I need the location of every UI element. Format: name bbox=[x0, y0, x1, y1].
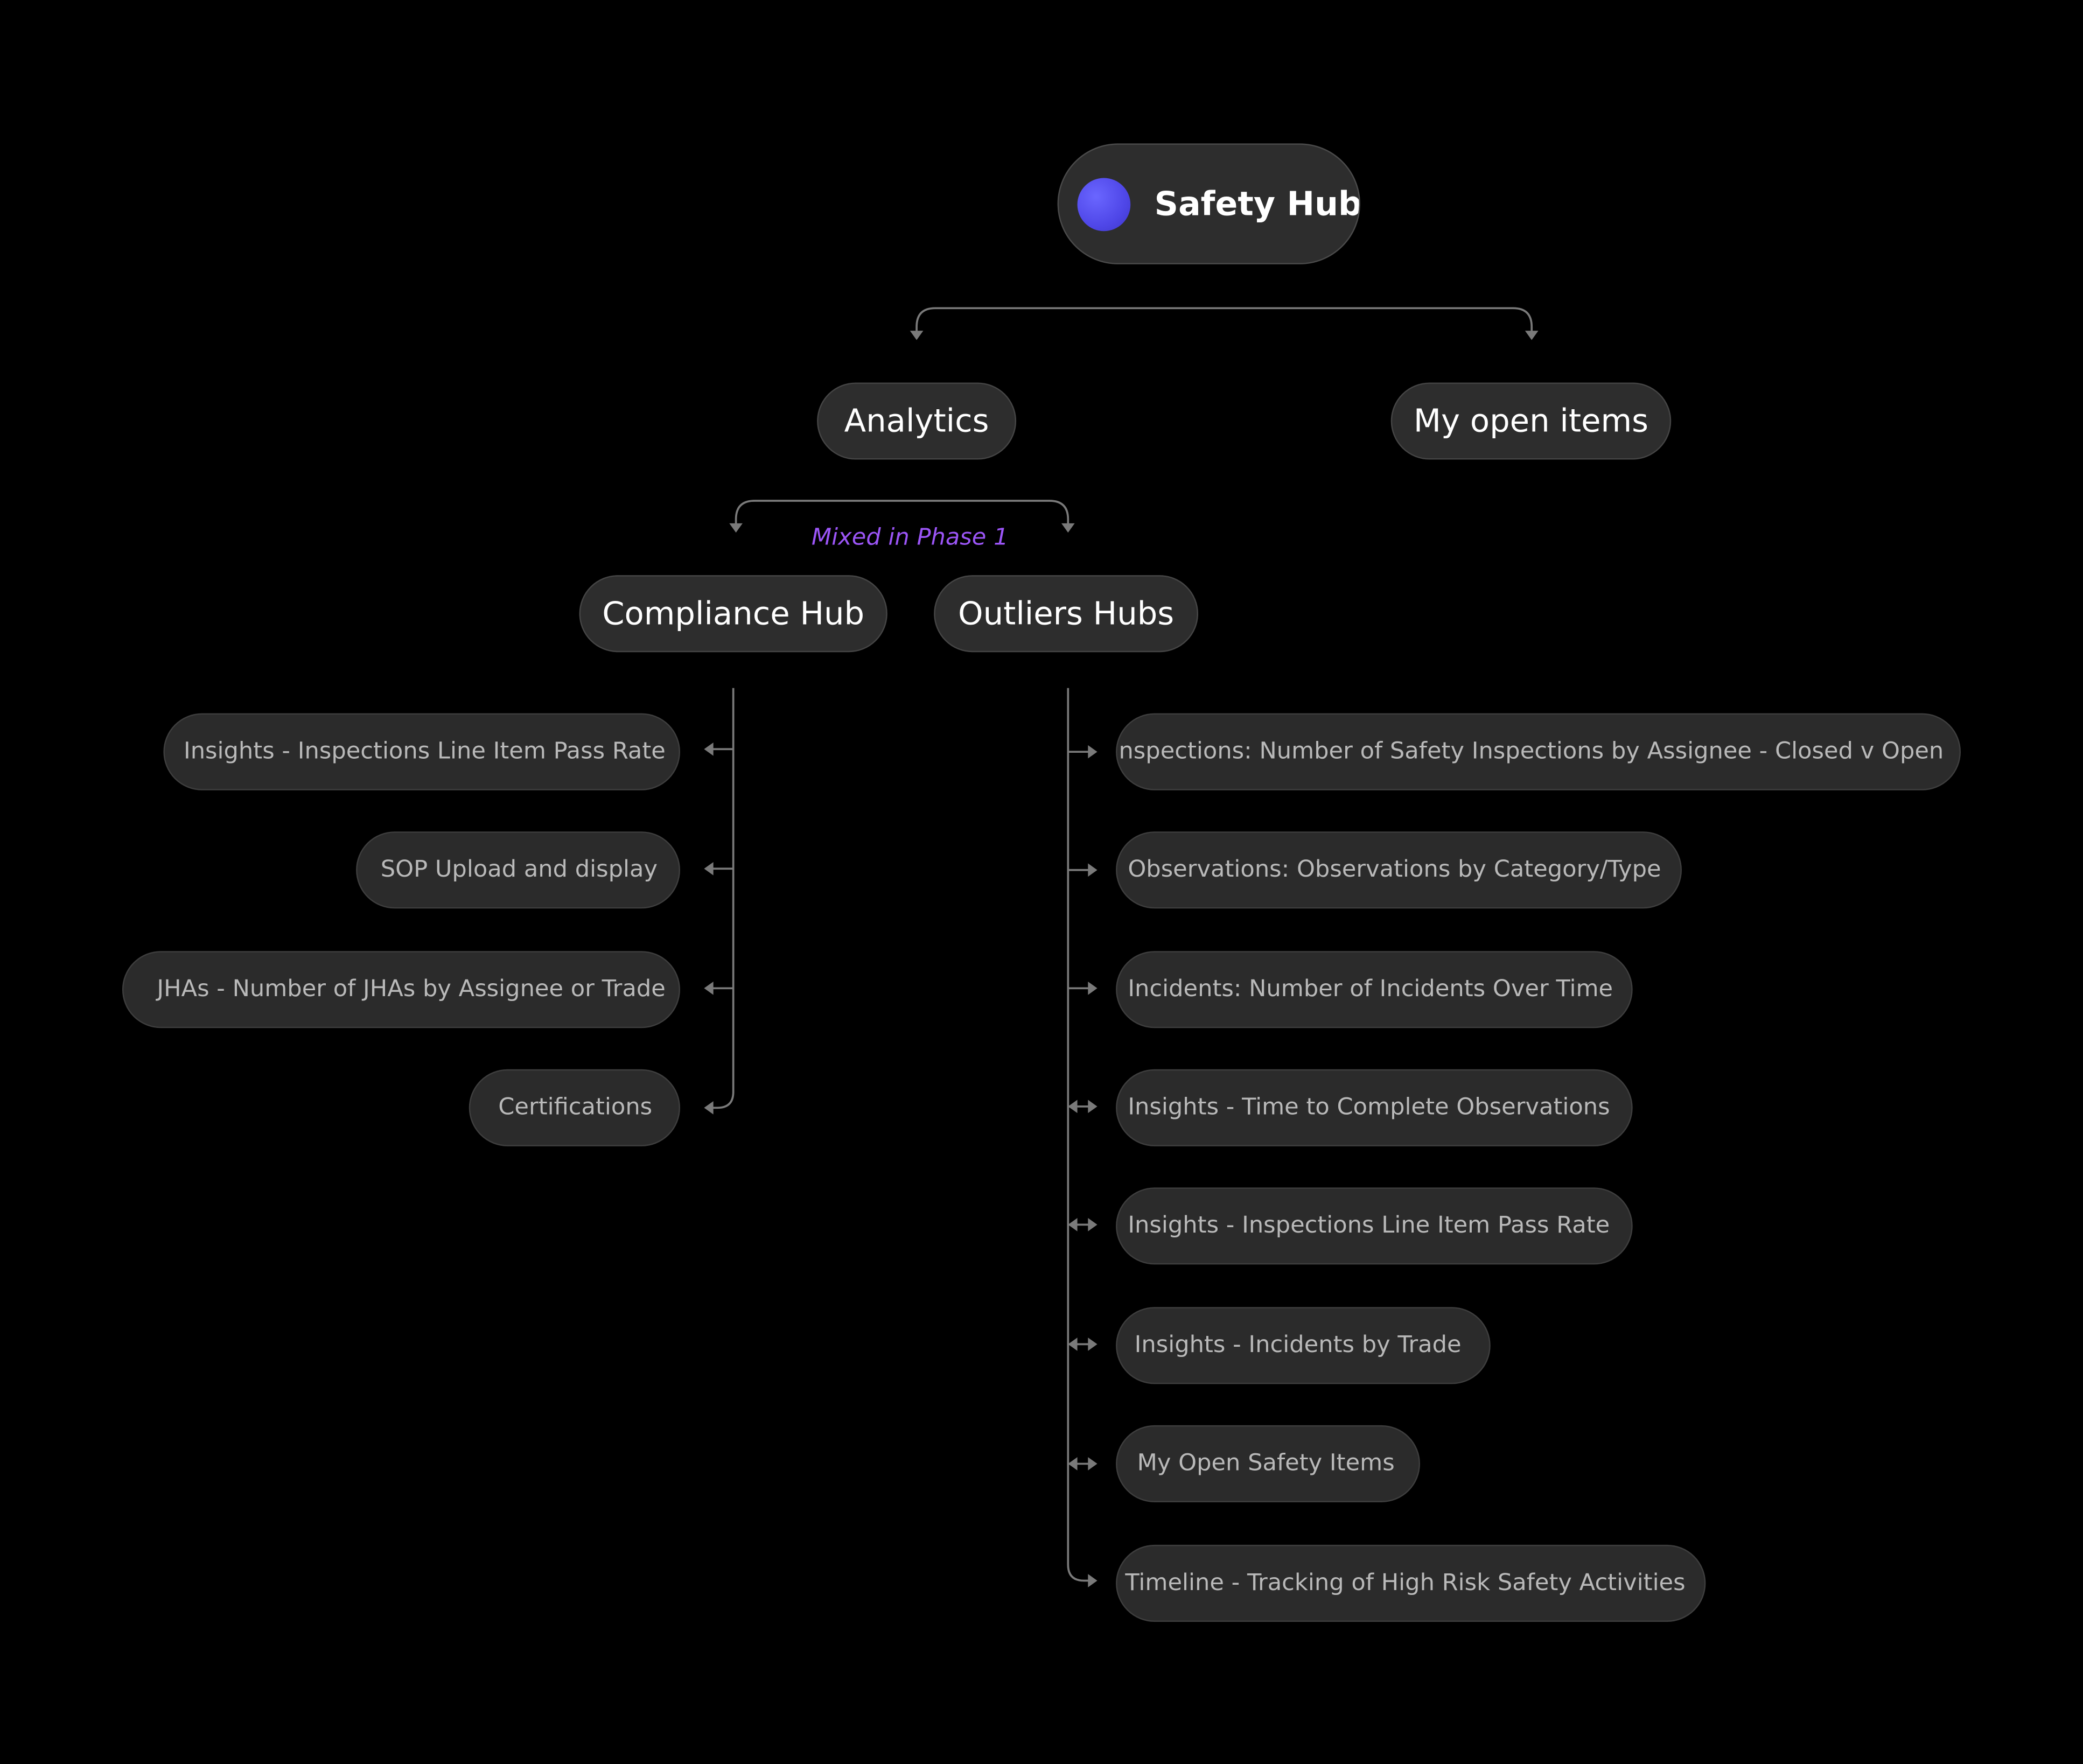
outliers-item-label: Insights - Time to Complete Observations bbox=[1128, 1094, 1610, 1121]
outliers-item[interactable]: Insights - Inspections Line Item Pass Ra… bbox=[1116, 1187, 1633, 1265]
compliance-item[interactable]: JHAs - Number of JHAs by Assignee or Tra… bbox=[122, 951, 681, 1028]
connector-root-branch bbox=[915, 307, 1533, 335]
arrowhead-compliance-0 bbox=[704, 742, 714, 756]
arrowhead-outliers-0 bbox=[1088, 745, 1098, 759]
safety-hub-node[interactable]: Safety Hub bbox=[1057, 143, 1361, 264]
back-arrowhead-outliers-5 bbox=[1068, 1338, 1078, 1351]
arrowhead-outliers-5 bbox=[1088, 1338, 1098, 1351]
back-arrowhead-outliers-4 bbox=[1068, 1218, 1078, 1231]
arrowhead-open-items bbox=[1525, 331, 1539, 340]
connector-analytics-branch bbox=[735, 500, 1070, 528]
back-arrowhead-outliers-3 bbox=[1068, 1100, 1078, 1114]
my-open-items-node[interactable]: My open items bbox=[1390, 382, 1672, 460]
phase-note: Mixed in Phase 1 bbox=[811, 524, 1009, 551]
arrowhead-compliance bbox=[729, 523, 743, 533]
outliers-item-label: Observations: Observations by Category/T… bbox=[1128, 857, 1661, 884]
outliers-item[interactable]: Timeline - Tracking of High Risk Safety … bbox=[1116, 1544, 1706, 1622]
analytics-node[interactable]: Analytics bbox=[817, 382, 1017, 460]
arrowhead-compliance-1 bbox=[704, 862, 714, 876]
root-dot-icon bbox=[1077, 177, 1131, 230]
compliance-item[interactable]: Certifications bbox=[469, 1069, 681, 1146]
outliers-item[interactable]: Inspections: Number of Safety Inspection… bbox=[1116, 713, 1961, 790]
arrowhead-outliers-1 bbox=[1088, 863, 1098, 877]
outliers-hubs-node[interactable]: Outliers Hubs bbox=[934, 575, 1199, 653]
connector-outliers-trunk bbox=[1067, 688, 1092, 1582]
arrowhead-compliance-2 bbox=[704, 981, 714, 995]
outliers-item[interactable]: Incidents: Number of Incidents Over Time bbox=[1116, 951, 1633, 1028]
outliers-item-label: Inspections: Number of Safety Inspection… bbox=[1116, 738, 1944, 765]
arrowhead-outliers-2 bbox=[1088, 981, 1098, 995]
compliance-item-label: Certifications bbox=[498, 1094, 653, 1121]
outliers-item-label: Insights - Inspections Line Item Pass Ra… bbox=[1128, 1213, 1610, 1240]
compliance-item-label: SOP Upload and display bbox=[380, 857, 658, 884]
back-arrowhead-outliers-6 bbox=[1068, 1457, 1078, 1471]
arrowhead-outliers bbox=[1061, 523, 1075, 533]
compliance-hub-node[interactable]: Compliance Hub bbox=[579, 575, 887, 653]
compliance-item-label: Insights - Inspections Line Item Pass Ra… bbox=[183, 738, 666, 765]
outliers-item-label: Timeline - Tracking of High Risk Safety … bbox=[1125, 1570, 1686, 1597]
outliers-item-label: My Open Safety Items bbox=[1137, 1450, 1395, 1478]
outliers-item[interactable]: Insights - Time to Complete Observations bbox=[1116, 1069, 1633, 1146]
outliers-item-label: Insights - Incidents by Trade bbox=[1134, 1332, 1462, 1359]
arrowhead-outliers-3 bbox=[1088, 1100, 1098, 1114]
compliance-hub-label: Compliance Hub bbox=[602, 595, 865, 633]
arrowhead-analytics bbox=[910, 331, 924, 340]
outliers-item-label: Incidents: Number of Incidents Over Time bbox=[1128, 976, 1613, 1003]
analytics-label: Analytics bbox=[844, 402, 989, 440]
outliers-item[interactable]: Insights - Incidents by Trade bbox=[1116, 1307, 1491, 1384]
compliance-item[interactable]: SOP Upload and display bbox=[356, 831, 681, 909]
arrowhead-outliers-7 bbox=[1088, 1574, 1098, 1587]
my-open-items-label: My open items bbox=[1413, 402, 1649, 440]
arrowhead-compliance-3 bbox=[704, 1101, 714, 1115]
safety-hub-label: Safety Hub bbox=[1154, 184, 1361, 223]
outliers-hubs-label: Outliers Hubs bbox=[958, 595, 1175, 633]
outliers-item[interactable]: Observations: Observations by Category/T… bbox=[1116, 831, 1682, 909]
arrowhead-outliers-6 bbox=[1088, 1457, 1098, 1471]
compliance-item-label: JHAs - Number of JHAs by Assignee or Tra… bbox=[157, 976, 666, 1003]
outliers-item[interactable]: My Open Safety Items bbox=[1116, 1425, 1421, 1502]
arrowhead-outliers-4 bbox=[1088, 1218, 1098, 1231]
compliance-item[interactable]: Insights - Inspections Line Item Pass Ra… bbox=[163, 713, 681, 790]
connector-compliance-trunk bbox=[709, 688, 735, 1109]
